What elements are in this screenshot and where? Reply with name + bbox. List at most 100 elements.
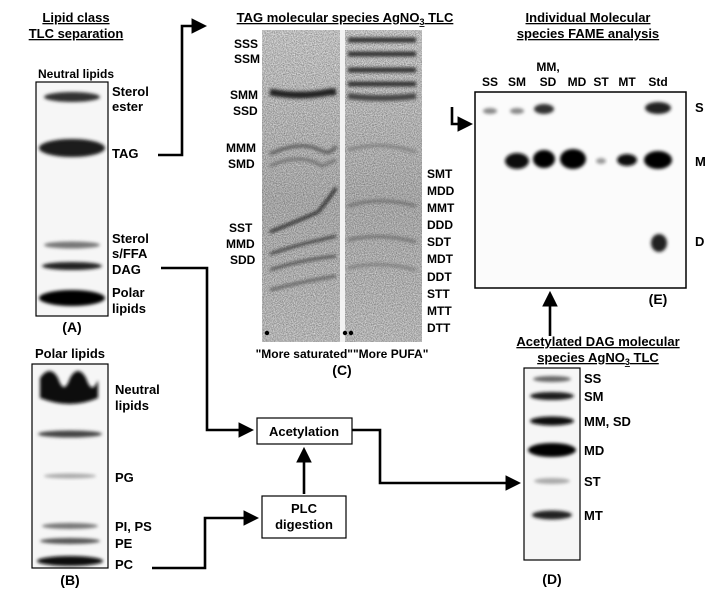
lane-e-1: SM <box>508 75 526 89</box>
label-c-right-4: SDT <box>427 235 452 249</box>
tlc-plate-a <box>35 81 109 317</box>
lane-divider <box>340 30 345 342</box>
band-unknown <box>38 430 102 438</box>
label-b-4: PE <box>115 536 133 551</box>
panel-c: TAG molecular species AgNO3 TLC SSS SSM … <box>226 10 455 378</box>
spot-sm-s <box>510 108 524 114</box>
label-c-left-1: SSM <box>234 52 260 66</box>
lane-e-7: Std <box>648 75 667 89</box>
label-c-left-7: MMD <box>226 237 255 251</box>
label-b-0: Neutral <box>115 382 160 397</box>
lane-e-0: SS <box>482 75 498 89</box>
origin-dot-3 <box>348 330 354 336</box>
band-pc <box>37 556 103 566</box>
panel-label-b: (B) <box>60 572 79 588</box>
origin-dot-1 <box>264 330 270 336</box>
label-c-right-9: DTT <box>427 321 451 335</box>
label-b-3: PI, PS <box>115 519 152 534</box>
label-b-1: lipids <box>115 398 149 413</box>
panel-a-title-line2: TLC separation <box>29 26 124 41</box>
label-a-1: ester <box>112 99 143 114</box>
spot-mm-s <box>534 104 554 114</box>
plc-label-line1: PLC <box>291 501 318 516</box>
panel-a-title-line1: Lipid class <box>42 10 109 25</box>
label-e-right-0: S <box>695 100 704 115</box>
band-c-right-smm <box>347 93 417 101</box>
panel-c-caption: "More saturated""More PUFA" <box>256 347 429 361</box>
label-b-2: PG <box>115 470 134 485</box>
band-c-right-mid2 <box>347 199 417 208</box>
band-c-sdd <box>269 254 337 272</box>
panel-d-title-line1: Acetylated DAG molecular <box>516 334 679 349</box>
label-d-1: SM <box>584 389 604 404</box>
lane-e-6: MT <box>618 75 636 89</box>
panel-c-title: TAG molecular species AgNO3 TLC <box>237 10 454 27</box>
label-d-0: SS <box>584 371 602 386</box>
band-sterols <box>44 241 100 249</box>
label-c-right-2: MMT <box>427 201 455 215</box>
band-d-mm-sd <box>530 416 574 426</box>
process-boxes: Acetylation PLC digestion <box>256 417 353 539</box>
label-c-right-0: SMT <box>427 167 453 181</box>
spot-std-d <box>651 234 667 252</box>
plc-digestion-box <box>261 495 347 539</box>
label-d-2: MM, SD <box>584 414 631 429</box>
acetylation-box <box>256 417 353 445</box>
panel-b: Polar lipids Neutral lipids PG PI, PS PE… <box>31 346 160 588</box>
label-e-right-2: D <box>695 234 704 249</box>
panel-e-title-line2: species FAME analysis <box>517 26 659 41</box>
label-d-4: ST <box>584 474 601 489</box>
band-pe <box>40 538 100 544</box>
spot-sm-m <box>505 153 529 169</box>
panel-label-e: (E) <box>649 291 668 307</box>
label-a-6: Polar <box>112 285 145 300</box>
label-c-right-1: MDD <box>427 184 455 198</box>
origin-dot-2 <box>342 330 348 336</box>
spot-ss-s <box>483 108 497 114</box>
label-a-2: TAG <box>112 146 138 161</box>
lane-e-3: SD <box>540 75 557 89</box>
band-c-mmd <box>269 234 337 256</box>
arrow-c-to-e <box>450 107 474 132</box>
acetylation-label: Acetylation <box>269 424 339 439</box>
label-c-left-2: SMM <box>230 88 258 102</box>
label-a-0: Sterol <box>112 84 149 99</box>
tlc-plate-e <box>474 91 687 289</box>
panel-a: Lipid class TLC separation Neutral lipid… <box>29 10 149 335</box>
band-dag <box>42 262 102 270</box>
panel-d: Acetylated DAG molecular species AgNO3 T… <box>516 334 679 587</box>
label-c-right-5: MDT <box>427 252 454 266</box>
label-c-left-0: SSS <box>234 37 258 51</box>
plc-label-line2: digestion <box>275 517 333 532</box>
label-c-left-8: SDD <box>230 253 256 267</box>
tlc-bands-b <box>37 371 103 566</box>
band-tag <box>39 139 105 157</box>
label-a-7: lipids <box>112 301 146 316</box>
tlc-bands-a <box>39 92 105 306</box>
spot-st-m <box>596 158 606 164</box>
band-polar <box>39 290 105 306</box>
spot-mm-m <box>533 150 555 168</box>
arrow-dag-to-acetylation <box>161 266 255 438</box>
band-pi-ps <box>42 523 98 529</box>
band-c-smd <box>269 157 337 168</box>
arrow-acetylation-to-d <box>352 428 522 491</box>
band-d-sm <box>530 392 574 400</box>
spot-md-m <box>560 149 586 169</box>
panel-e-title-line1: Individual Molecular <box>526 10 651 25</box>
band-c-lower <box>269 274 337 292</box>
band-c-right-mid3 <box>347 235 417 244</box>
label-c-right-3: DDD <box>427 218 453 232</box>
band-d-mt <box>532 510 572 520</box>
label-a-4: s/FFA <box>112 246 148 261</box>
lane-e-2: MM, <box>536 60 559 74</box>
spot-std-s <box>645 102 671 114</box>
band-c-right-mid4 <box>347 263 417 272</box>
label-a-5: DAG <box>112 262 141 277</box>
band-d-md <box>528 443 576 457</box>
lane-e-5: ST <box>593 75 609 89</box>
tlc-bands-d <box>528 376 576 520</box>
label-c-left-6: SST <box>229 221 253 235</box>
label-c-right-7: STT <box>427 287 450 301</box>
